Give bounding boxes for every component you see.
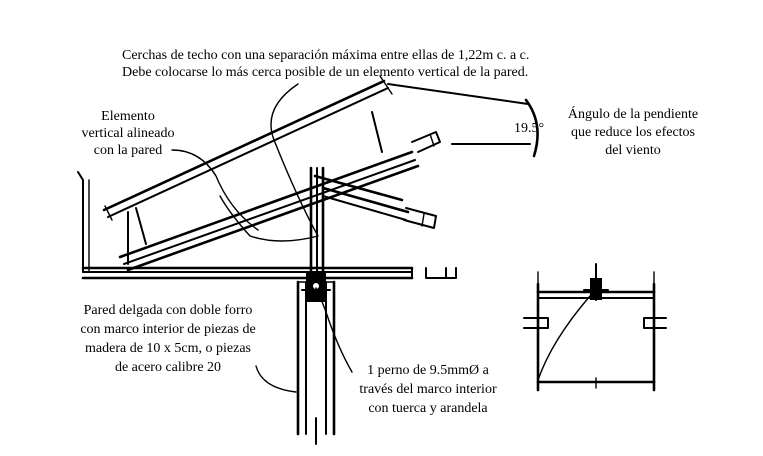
perno-label-1: 1 perno de 9.5mmØ a — [367, 363, 489, 378]
bolt-detail — [523, 263, 667, 392]
perno-label-2: través del marco interior — [359, 382, 497, 397]
left-wall-edge — [77, 171, 84, 273]
wall-below — [296, 280, 336, 445]
pared-label-1: Pared delgada con doble forro — [84, 303, 253, 318]
horizontal-beam — [81, 266, 457, 280]
angulo-label-1: Ángulo de la pendiente — [568, 105, 698, 122]
pared-label-2: con marco interior de piezas de — [80, 322, 255, 337]
cerchas-label-2: Debe colocarse lo más cerca posible de u… — [122, 65, 528, 80]
elemento-label-1: Elemento — [101, 109, 155, 124]
leader-elemento — [171, 149, 259, 231]
inclined-rafter — [102, 75, 393, 221]
diagonal-brace — [313, 174, 437, 229]
cerchas-label-1: Cerchas de techo con una separación máxi… — [122, 48, 529, 63]
bolt-joint — [301, 272, 331, 302]
angle-value: 19.5° — [514, 121, 544, 136]
leader-pared — [255, 365, 297, 393]
leader-detail — [537, 295, 591, 381]
angle-indicator — [387, 83, 539, 158]
angulo-label-3: del viento — [605, 143, 661, 158]
text-labels: Cerchas de techo con una separación máxi… — [80, 48, 698, 416]
elemento-label-3: con la pared — [94, 143, 162, 158]
web-right — [371, 111, 383, 153]
web-left-diag — [135, 207, 147, 245]
pared-label-4: de acero calibre 20 — [115, 360, 221, 375]
angulo-label-2: que reduce los efectos — [571, 125, 695, 140]
leader-lines — [171, 83, 591, 393]
elemento-label-2: vertical alineado — [82, 126, 175, 141]
pared-label-3: madera de 10 x 5cm, o piezas — [85, 341, 251, 356]
leader-cerchas — [219, 83, 319, 242]
lower-chord — [118, 131, 441, 272]
main-assembly — [77, 75, 539, 445]
vertical-post — [309, 166, 325, 274]
perno-label-3: con tuerca y arandela — [368, 401, 488, 416]
leader-perno — [315, 287, 353, 373]
